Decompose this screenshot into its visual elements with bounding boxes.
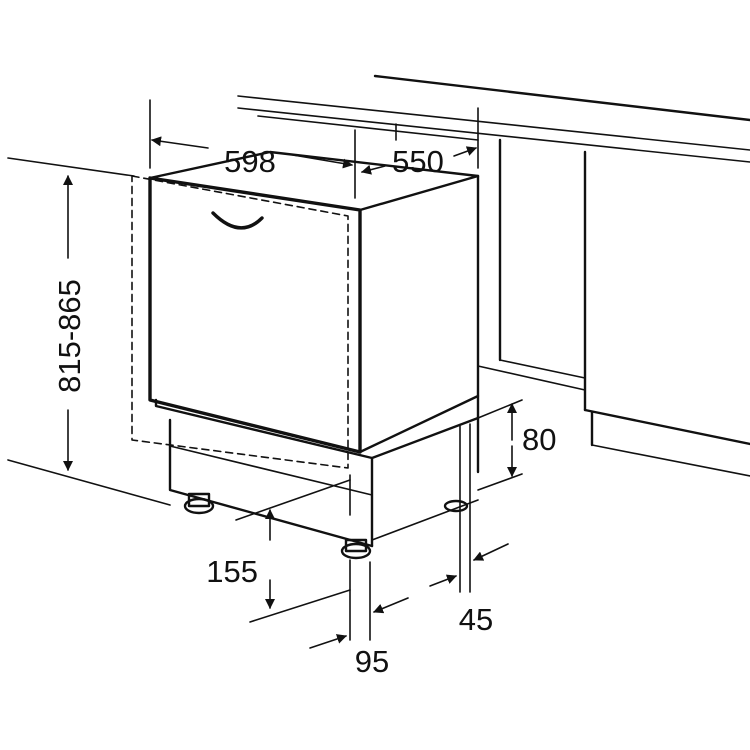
foot-back-right — [443, 499, 469, 513]
width-label: 598 — [224, 144, 276, 179]
height-label: 815-865 — [52, 279, 87, 393]
door-offset-label: 95 — [355, 644, 389, 679]
plinth-label: 80 — [522, 422, 556, 457]
foot-front-right — [340, 542, 372, 560]
plinth — [154, 398, 480, 548]
worktop — [237, 74, 750, 163]
dimension-side-gap: 45 — [429, 423, 509, 637]
dimension-width: 598 — [149, 99, 356, 199]
decor-panel-outline — [131, 175, 349, 469]
dimension-door-offset: 95 — [309, 559, 409, 679]
dimension-toe-kick: 155 — [206, 479, 351, 623]
dishwasher-body — [148, 150, 480, 474]
toe-kick-label: 155 — [206, 554, 258, 589]
door-panel — [148, 176, 362, 454]
depth-label: 550 — [392, 144, 444, 179]
dimension-depth: 550 — [361, 107, 479, 179]
side-gap-label: 45 — [459, 602, 493, 637]
adjustable-feet — [183, 492, 469, 560]
dimension-plinth: 80 — [477, 399, 556, 491]
adjacent-cabinet — [477, 138, 750, 477]
dimension-height: 815-865 — [7, 157, 171, 506]
door-handle — [211, 211, 264, 230]
foot-front-left — [183, 497, 215, 515]
